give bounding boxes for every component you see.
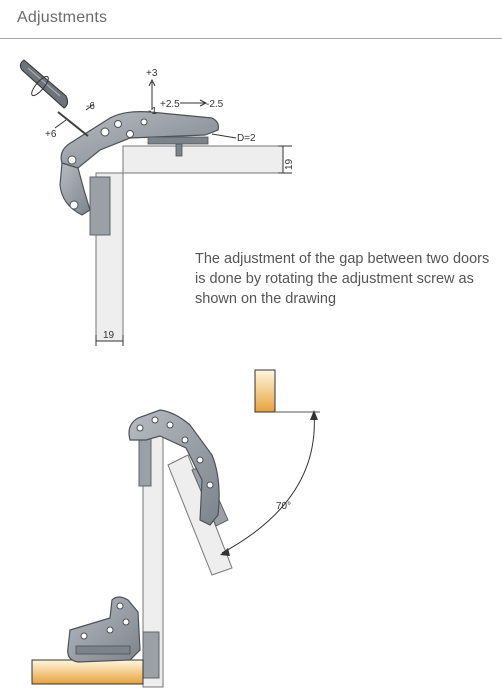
upper-hinge-open: [128, 409, 220, 526]
header: Adjustments: [0, 0, 502, 40]
top-door-panel: [122, 145, 284, 174]
label-plus6: +6: [45, 129, 57, 140]
bottom-side-panel: [138, 433, 164, 688]
screwdriver-icon: [19, 59, 89, 137]
label-minus1: -1: [148, 106, 157, 117]
opening-angle-indicator: [220, 410, 318, 556]
label-minus6: -6: [86, 101, 95, 112]
label-angle: 70°: [276, 501, 291, 512]
label-plus25: +2.5: [160, 99, 180, 110]
page-title: Adjustments: [17, 9, 108, 26]
label-thickness-bottom: 19: [103, 330, 115, 341]
top-side-panel: [89, 172, 124, 342]
top-hinge: [59, 111, 219, 216]
label-plus3: +3: [146, 68, 158, 79]
adjacent-cabinet-edge: [254, 369, 320, 413]
lower-hinge-folded: [67, 596, 141, 663]
top-dimension-lines: [54, 78, 292, 346]
adjustment-description: The adjustment of the gap between two do…: [195, 251, 490, 307]
label-gap: D=2: [237, 133, 256, 144]
bottom-cabinet-edge: [31, 659, 144, 685]
label-minus25: -2.5: [206, 99, 224, 110]
label-thickness-vertical: 19: [284, 158, 295, 170]
header-divider: [0, 38, 502, 39]
